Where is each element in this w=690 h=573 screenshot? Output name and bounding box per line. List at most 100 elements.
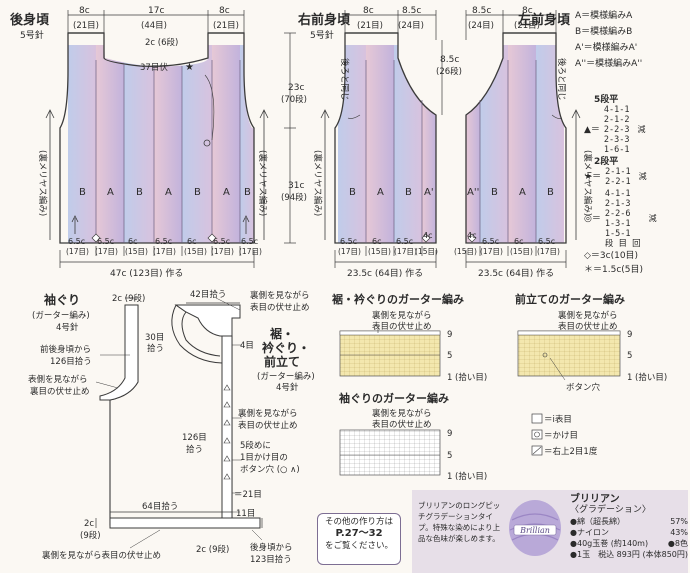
decrease-b-label: 2段平 — [594, 157, 619, 167]
right-front-neck-dim: 8.5c — [440, 55, 459, 65]
garter-arm-chart — [339, 429, 441, 476]
collar-bind-mid: 裏側を見ながら — [238, 408, 298, 419]
back-top-dim-3: 8c — [219, 6, 230, 16]
right-front-row-2: (24目) — [398, 21, 424, 31]
armhole-pick-30: 30目 — [145, 333, 164, 343]
collar-pick-126b: 拾う — [186, 444, 203, 455]
collar-pick-123b: 123目拾う — [250, 554, 292, 565]
back-top-row-3: (21目) — [213, 21, 239, 31]
right-front-needle: 5号針 — [310, 29, 334, 41]
yarn-description: ブリリアンのロングピッチグラデーションタイプ。特殊な染めにより上品な色味が楽しめ… — [418, 501, 501, 543]
symbol-dec: ＝右上2目1度 — [544, 446, 598, 457]
yarn-row-4-val: (本体850円) — [642, 550, 688, 559]
back-height-top: 23c — [288, 83, 304, 93]
back-panel-1 — [68, 45, 96, 243]
decrease-table: 5段平 ▲＝ 4-1-1 2-1-2 2-2-3 2-3-3 1-6-1 減 2… — [584, 95, 688, 275]
yarn-over-icon — [531, 429, 543, 440]
yarn-row-3-val: ●8色 — [667, 539, 688, 548]
yarn-row-1-key: ●綿（超長綿） — [570, 517, 625, 526]
symbol-knit: ＝ⅰ表目 — [544, 414, 572, 425]
decrease-b-tag: 減 — [638, 172, 647, 181]
left-front-dim-2: 8c — [522, 6, 533, 16]
back-side-label-left: (裏メリヤス編み) — [37, 150, 48, 216]
legend-a-double-prime: A''＝模様編みA'' — [575, 59, 643, 69]
back-needle: 5号針 — [20, 29, 44, 41]
right-front-title: 右前身頃 — [297, 12, 351, 28]
decrease-a-row: ▲＝ 4-1-1 2-1-2 2-2-3 2-3-3 1-6-1 減 — [584, 105, 688, 155]
armhole-needle: 4号針 — [56, 322, 79, 333]
left-front-st-2: (17目) — [480, 247, 503, 256]
garter-hem-row-9: 9 — [447, 330, 452, 340]
decrease-e: ＊＝1.5c(5目) — [584, 265, 644, 275]
garter-front-pick: (拾い目) — [635, 372, 667, 383]
yarn-row-4: ●1玉 税込 893円(本体850円) — [570, 549, 688, 560]
right-front-st-4: (15目) — [415, 247, 438, 256]
left-front-back-same: 後ろと同じ — [556, 58, 567, 101]
collar-title-2: 衿ぐり・ — [262, 340, 310, 355]
decrease-a-label: 5段平 — [594, 95, 619, 105]
back-neck-rows: 2c (6段) — [145, 37, 178, 48]
collar-pick-42: 42目拾う — [190, 289, 226, 300]
back-side-label-right: (裏メリヤス編み) — [257, 150, 268, 216]
collar-pick-126: 126目 — [182, 433, 207, 443]
back-bottom-st: (17目) (17目) (15目) (17目) (15目) (17目) (17目… — [66, 247, 262, 256]
back-letter-2: A — [107, 187, 114, 198]
armhole-bottom: 2c — [84, 519, 94, 529]
back-top-dim-2: 17c — [148, 6, 164, 16]
back-body-diagram: ★ — [40, 10, 296, 268]
left-front-side-label: (裏メリヤス編み) — [582, 150, 593, 216]
back-top-row-2: (44目) — [141, 21, 167, 31]
armhole-top: 2c (9段) — [112, 293, 145, 304]
armhole-pick-64: 64目拾う — [142, 501, 178, 512]
collar-bind-top-b: 表目の伏せ止め — [250, 302, 310, 313]
garter-arm-row-5: 5 — [447, 451, 452, 461]
note-line-2: P.27〜32 — [335, 528, 383, 539]
armhole-pick-front: 前後身頃から — [40, 344, 91, 355]
garter-arm-note-2: 表目の伏せ止め — [372, 419, 432, 430]
back-cm-1: 6.5c — [68, 237, 85, 246]
back-title: 後身頃 — [10, 12, 50, 28]
right-front-letter-2: A — [377, 187, 384, 198]
garter-arm-row-1: 1 — [447, 472, 452, 482]
collar-button-1: 5段めに — [240, 440, 271, 451]
note-line-1: その他の作り方は — [324, 517, 393, 527]
left-front-st-1: (15目) — [454, 247, 477, 256]
right-front-diagram — [310, 10, 443, 268]
right-front-st-2: (15目) — [368, 247, 391, 256]
back-st-5: (15目) — [184, 247, 207, 256]
diamond-mark-icon — [91, 233, 101, 243]
collar-pick-123: 後身頃から — [250, 542, 293, 553]
garter-front-row-9: 9 — [627, 330, 632, 340]
left-front-row-1: (24目) — [468, 21, 494, 31]
garter-hem-note-2: 表目の伏せ止め — [372, 321, 432, 332]
garter-front-title: 前立てのガーター編み — [515, 292, 625, 306]
star-mark-icon: ★＝ — [584, 172, 602, 182]
left-front-diagram — [462, 10, 590, 268]
legend-a: A＝模様編みA — [575, 11, 633, 21]
yarn-row-2-val: 43% — [670, 528, 688, 537]
left-front-st-3: (15目) — [510, 247, 533, 256]
decrease-a-tag: 減 — [637, 125, 646, 134]
back-letter-4: A — [165, 187, 172, 198]
collar-four: 4目 — [240, 341, 254, 351]
collar-subtitle: (ガーター編み) — [257, 371, 315, 382]
back-letter-7: B — [244, 187, 251, 198]
collar-st-11: 11目 — [236, 509, 255, 519]
right-front-st: (17目) (15目) (17目) (15目) — [338, 247, 438, 256]
yarn-panel: ブリリアンのロングピッチグラデーションタイプ。特殊な染めにより上品な色味が楽しめ… — [412, 490, 688, 573]
back-neck-stitches: 37目伏 — [140, 62, 168, 73]
right-front-width: 23.5c (64目) 作る — [347, 267, 423, 279]
right-front-dim-2: 8.5c — [402, 6, 421, 16]
right-front-side-label: (裏メリヤス編み) — [312, 150, 323, 216]
left-front-st: (15目) (17目) (15目) (17目) — [454, 247, 560, 256]
collar-rows-2c: 2c (9段) — [196, 544, 229, 555]
symbol-yo: ＝かけ目 — [544, 431, 578, 441]
back-letter-5: B — [194, 187, 201, 198]
collar-title-3: 前立て — [264, 354, 300, 369]
left-front-row-2: (21目) — [514, 21, 540, 31]
armhole-subtitle: (ガーター編み) — [32, 310, 90, 321]
right-front-back-same: 後ろと同じ — [339, 58, 350, 101]
right-front-cm-1: 6.5c — [340, 237, 357, 246]
